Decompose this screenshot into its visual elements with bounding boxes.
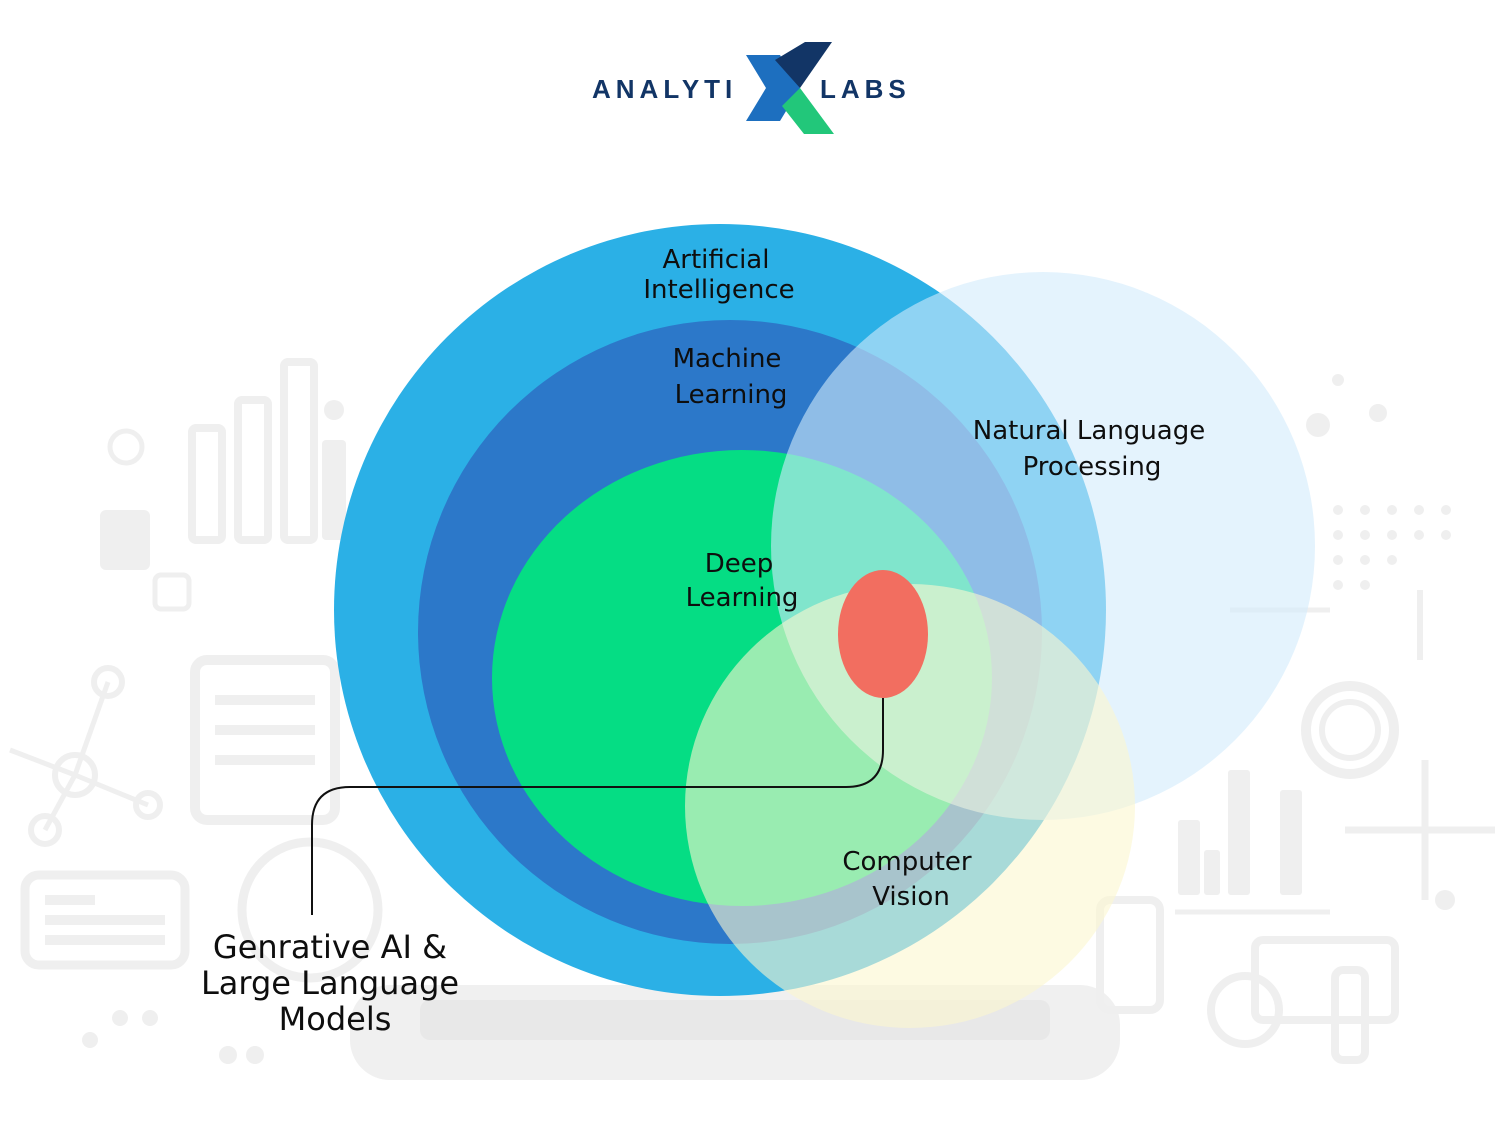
genai-oval <box>838 570 928 698</box>
ai-label-line2: Intelligence <box>643 275 794 305</box>
logo-x-top-stroke <box>775 42 832 88</box>
ml-label-line2: Learning <box>675 380 788 410</box>
brand-logo: ANALYTI LABS <box>592 42 911 134</box>
cv-label-line1: Computer <box>842 847 972 877</box>
logo-x-bottom-stroke <box>782 88 834 134</box>
genai-label-line2: Large Language <box>201 964 459 1002</box>
genai-label-line3: Models <box>279 1000 392 1038</box>
nlp-label-line1: Natural Language <box>973 416 1205 446</box>
brand-text-left: ANALYTI <box>592 74 737 104</box>
dl-label-line2: Learning <box>686 583 799 613</box>
brand-text-right: LABS <box>820 74 911 104</box>
genai-label-line1: Genrative AI & <box>213 928 447 966</box>
dl-label-line1: Deep <box>705 549 774 579</box>
cv-label-line2: Vision <box>872 882 950 912</box>
ai-label-line1: Artificial <box>663 245 770 275</box>
genai-callout-line <box>311 698 884 915</box>
ml-label-line1: Machine <box>673 344 782 374</box>
cv-circle <box>685 584 1135 1028</box>
nlp-label-line2: Processing <box>1023 452 1162 482</box>
